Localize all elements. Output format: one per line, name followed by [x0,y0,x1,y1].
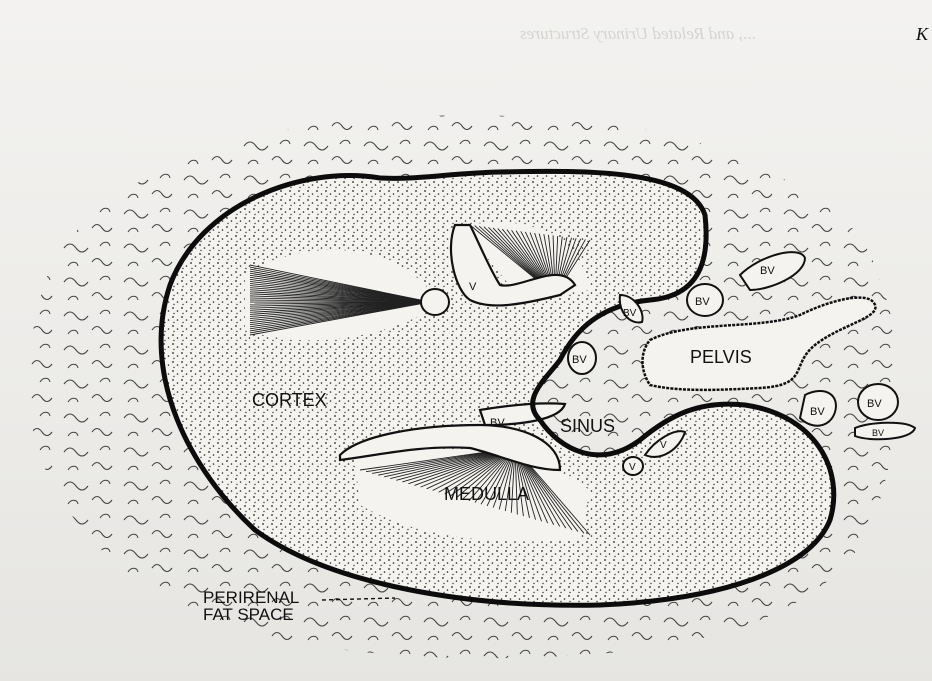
v-label-3: V [660,440,667,451]
pelvis-label: PELVIS [690,347,752,367]
bv-label-1: BV [695,296,710,308]
v-label-2: V [629,462,636,473]
medulla-label: MEDULLA [444,484,529,504]
bv-label-2: BV [572,354,587,366]
bv-label-8: BV [872,428,884,438]
bv-label-3: BV [760,265,775,277]
v-label-1: V [469,281,477,293]
bv-label-7: BV [490,417,505,429]
perirenal-label-line2: FAT SPACE [203,605,294,624]
bv-label-5: BV [810,406,825,418]
blood-vessel-7 [855,423,915,440]
sinus-label: SINUS [560,416,615,436]
bv-label-4: BV [623,308,637,319]
bv-label-6: BV [867,398,882,410]
cortex-label: CORTEX [252,390,327,410]
